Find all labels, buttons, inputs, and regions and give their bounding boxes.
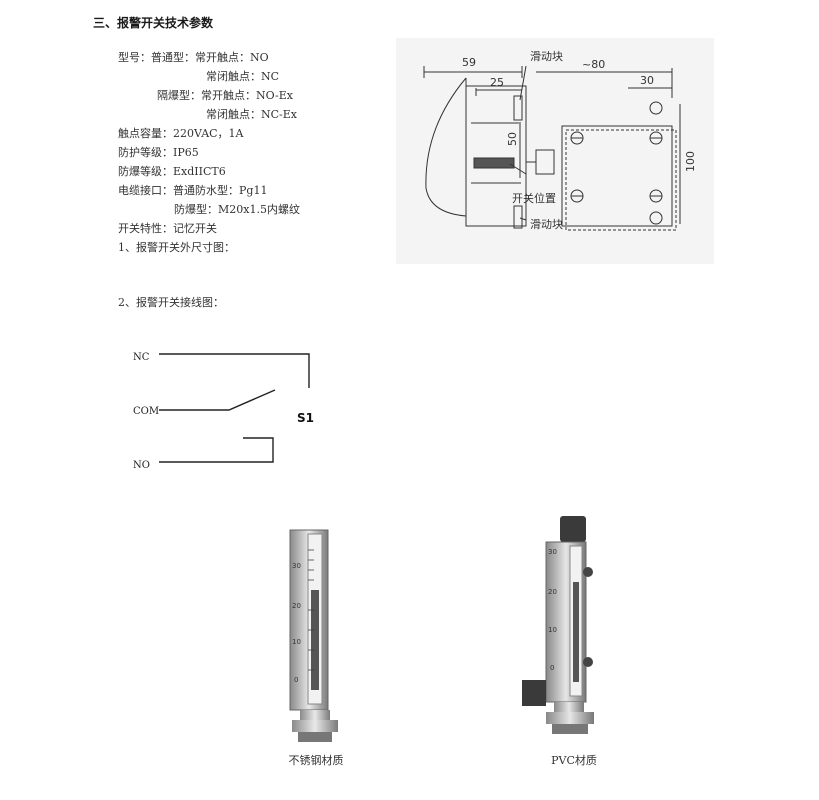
section-title: 三、报警开关技术参数 [93,16,214,30]
spec-protection-grade: 防护等级：IP65 [118,146,199,159]
steel-caption: 不锈钢材质 [288,754,344,767]
junction-box [561,125,673,227]
dim-50: 50 [506,132,519,146]
com-label: COM [133,406,159,417]
spec-model-nc: 常闭触点：NC [206,70,280,83]
wiring-title: 2、报警开关接线图： [118,296,224,309]
spec-switch-feature: 开关特性：记忆开关 [118,222,217,235]
switch-body [465,85,527,227]
nc-label: NC [133,352,150,363]
dim-100: 100 [684,151,697,172]
spec-cable-ex: 防爆型：M20x1.5内螺纹 [174,203,300,216]
steel-tick-0: 0 [294,676,298,684]
nc-wire [159,353,310,388]
steel-tick-30: 30 [292,562,301,570]
spec-contact-capacity: 触点容量：220VAC，1A [118,127,244,140]
pvc-tick-0: 0 [550,664,554,672]
steel-gauge-image: 30 20 10 0 [280,520,350,760]
pvc-tick-20: 20 [548,588,557,596]
slider-top [513,95,523,121]
dim-30: 30 [640,74,654,87]
spec-model-ex-nc: 常闭触点：NC-Ex [206,108,297,121]
label-slider-bottom: 滑动块 [530,218,563,231]
wiring-diagram: NC COM NO S1 [125,340,345,480]
dim-25: 25 [490,76,504,89]
dim-59: 59 [462,56,476,69]
dimension-title: 1、报警开关外尺寸图： [118,241,235,254]
pvc-gauge-image: 30 20 10 0 [520,512,610,752]
no-wire [159,437,274,463]
com-wire [159,389,276,411]
spec-explosion-grade: 防爆等级：ExdIICT6 [118,165,226,178]
switch-label: S1 [297,411,314,425]
spec-model-ex-no: 隔爆型：常开触点：NO-Ex [157,89,293,102]
label-slider-top: 滑动块 [530,50,563,63]
pvc-caption: PVC材质 [551,754,597,767]
dimension-diagram: 59 25 ~80 30 50 100 滑动块 开关位置 滑动块 [396,38,714,264]
steel-tick-20: 20 [292,602,301,610]
spec-model: 型号：普通型：常开触点：NO [118,51,269,64]
dim-80: ~80 [582,58,605,71]
no-label: NO [133,460,150,471]
pvc-tick-10: 10 [548,626,557,634]
steel-tick-10: 10 [292,638,301,646]
spec-cable-interface: 电缆接口：普通防水型：Pg11 [118,184,268,197]
pvc-tick-30: 30 [548,548,557,556]
housing-curve [425,77,467,217]
dimension-drawing: 59 25 ~80 30 50 100 滑动块 开关位置 滑动块 [423,50,697,231]
label-switch-position: 开关位置 [512,191,556,205]
slider-bottom [513,205,523,229]
